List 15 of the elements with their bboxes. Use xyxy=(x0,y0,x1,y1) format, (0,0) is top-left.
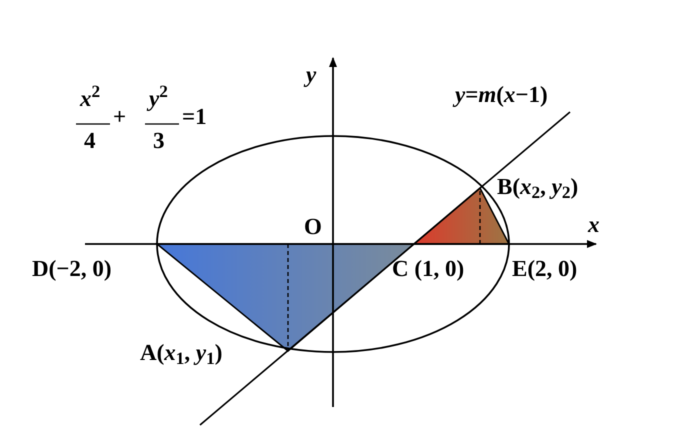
equation-term: 4 xyxy=(84,128,96,154)
line-equation: y=m(x−1) xyxy=(455,82,548,108)
point-label: A(x$_{1}$, y$_{1}$) xyxy=(140,340,222,366)
equation-term: y$^{2}$ xyxy=(149,86,168,112)
equation-term: =1 xyxy=(182,104,207,130)
point-label: C (1, 0) xyxy=(392,256,464,282)
equation-term: + xyxy=(113,104,126,130)
point-label: B(x$_{2}$, y$_{2}$) xyxy=(497,174,578,200)
axis-label: y xyxy=(306,62,316,88)
point-label: E(2, 0) xyxy=(512,256,578,282)
equation-term: x$^{2}$ xyxy=(80,86,100,112)
origin-label: O xyxy=(304,214,322,240)
point-label: D(−2, 0) xyxy=(32,256,112,282)
equation-term: 3 xyxy=(153,128,164,154)
axis-label: x xyxy=(588,212,600,238)
